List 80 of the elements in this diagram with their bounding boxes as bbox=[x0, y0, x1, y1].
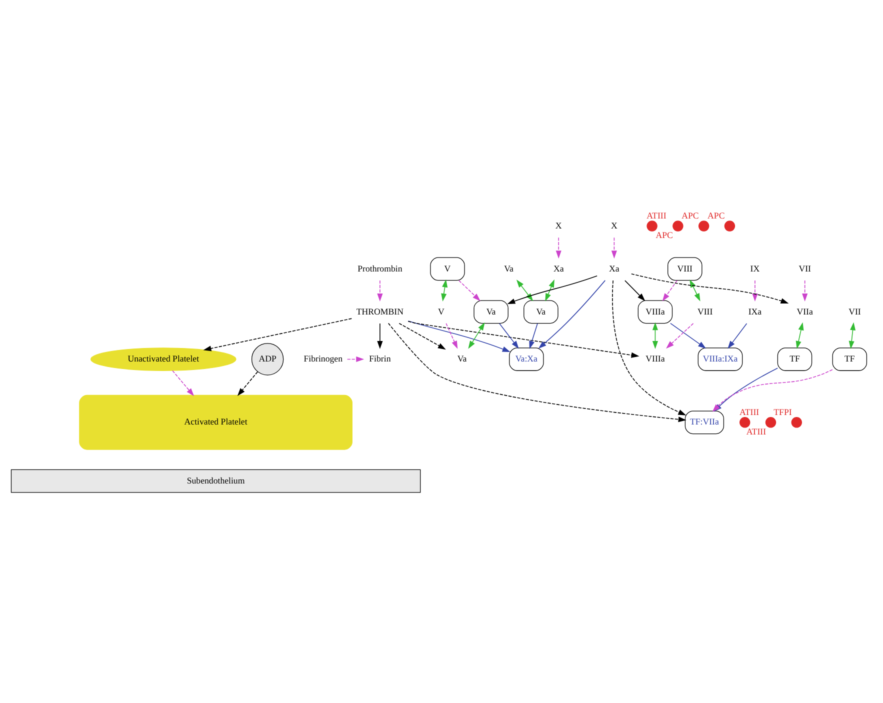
arrow bbox=[408, 320, 640, 358]
arrow bbox=[662, 280, 678, 301]
node-text: X bbox=[555, 220, 562, 230]
node-text: THROMBIN bbox=[356, 306, 404, 316]
arrow bbox=[624, 280, 646, 301]
node-label: ATIII bbox=[646, 210, 666, 220]
node-text: VII bbox=[848, 306, 861, 316]
node-box: Va:Xa bbox=[509, 347, 544, 370]
node-box: Subendothelium bbox=[10, 468, 421, 492]
node-box: VIII bbox=[668, 256, 702, 280]
node-text: Xa bbox=[609, 262, 620, 273]
node-text: Prothrombin bbox=[358, 262, 402, 273]
node-circle bbox=[698, 220, 710, 231]
node-text: IXa bbox=[748, 306, 762, 316]
node-label: ATIII bbox=[739, 406, 760, 416]
arrow bbox=[666, 322, 694, 348]
node-box: VIIIa bbox=[638, 300, 673, 324]
node-text: V bbox=[438, 306, 444, 316]
node-text: Fibrinogen bbox=[304, 353, 342, 364]
arrow bbox=[203, 318, 352, 351]
arrow bbox=[848, 322, 856, 349]
node-circle bbox=[765, 416, 776, 428]
node-label: APC bbox=[656, 230, 673, 240]
node-text: Fibrin bbox=[369, 353, 391, 364]
node-text: VIII bbox=[697, 306, 713, 316]
arrow bbox=[652, 322, 658, 349]
node-box: TF bbox=[832, 347, 868, 370]
node-circle bbox=[724, 220, 736, 231]
arrow bbox=[398, 322, 446, 350]
node-box: TF:VIIa bbox=[684, 410, 724, 434]
arrow bbox=[377, 322, 383, 349]
arrow bbox=[728, 322, 748, 348]
node-label: APC bbox=[682, 210, 699, 220]
node-text: Va bbox=[457, 353, 467, 364]
node-box: Activated Platelet bbox=[79, 394, 352, 450]
node-circle bbox=[791, 416, 802, 428]
node-text: VIIa bbox=[796, 306, 813, 316]
arrow bbox=[468, 322, 485, 348]
arrow bbox=[446, 322, 458, 348]
node-box: TF bbox=[777, 347, 812, 370]
arrow bbox=[458, 280, 480, 301]
arrow bbox=[752, 280, 758, 301]
arrow bbox=[172, 370, 194, 396]
arrow bbox=[802, 280, 808, 301]
node-box: Va bbox=[474, 300, 508, 324]
arrow bbox=[237, 370, 258, 396]
node-ellipse: Unactivated Platelet bbox=[90, 347, 236, 370]
arrow bbox=[507, 274, 598, 304]
arrow bbox=[796, 322, 804, 348]
node-text: Xa bbox=[553, 262, 564, 273]
arrow bbox=[612, 280, 686, 415]
node-text: VIIIa bbox=[646, 353, 665, 364]
arrow bbox=[408, 320, 510, 352]
node-box: Va bbox=[524, 300, 558, 324]
node-circle bbox=[672, 220, 684, 231]
node-text: VII bbox=[798, 262, 811, 273]
arrow bbox=[499, 322, 519, 348]
arrow bbox=[545, 278, 554, 301]
node-circle: ADP bbox=[251, 342, 284, 375]
arrow bbox=[441, 278, 448, 301]
arrow bbox=[556, 236, 562, 258]
node-label: TFPI bbox=[774, 406, 792, 416]
arrow bbox=[690, 278, 700, 301]
node-box: V bbox=[430, 256, 465, 280]
arrow bbox=[346, 356, 364, 362]
arrow bbox=[388, 322, 686, 422]
node-box: VIIIa:IXa bbox=[698, 347, 743, 370]
arrow bbox=[529, 322, 538, 348]
arrow bbox=[377, 280, 383, 301]
node-text: IX bbox=[750, 262, 760, 273]
node-text: Va bbox=[504, 262, 514, 273]
arrow bbox=[611, 236, 617, 258]
node-text: X bbox=[610, 220, 618, 230]
arrow bbox=[631, 272, 789, 304]
arrow bbox=[538, 280, 606, 348]
node-circle bbox=[646, 220, 658, 231]
arrow bbox=[670, 322, 706, 348]
node-circle bbox=[740, 416, 750, 428]
node-label: ATIII bbox=[746, 426, 766, 436]
node-label: APC bbox=[708, 210, 725, 220]
